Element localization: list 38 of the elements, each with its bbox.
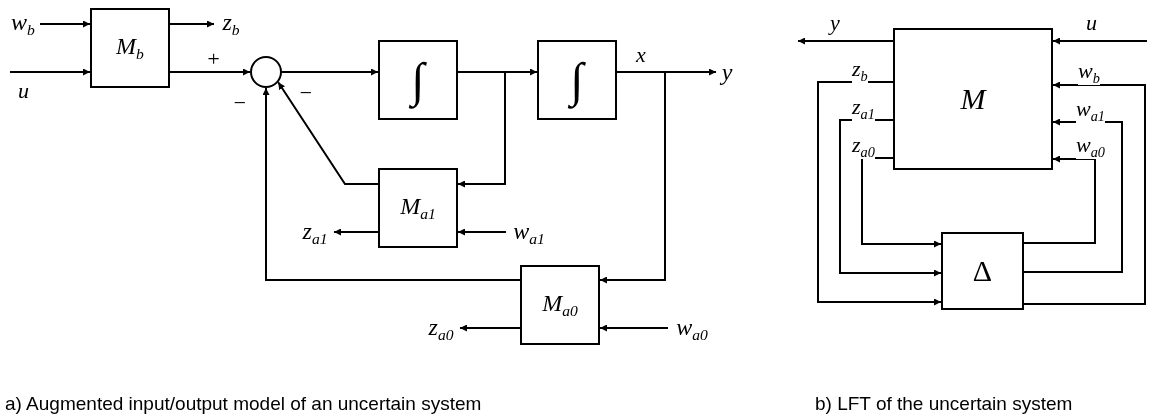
arrow [599, 324, 669, 332]
arrow [333, 228, 379, 236]
arrow [457, 71, 506, 188]
arrow [169, 20, 215, 28]
figure-caption: a) Augmented input/output model of an uncertain system [5, 393, 482, 415]
integrator-box: ∫ [378, 40, 458, 120]
arrow [459, 324, 521, 332]
arrow [1023, 81, 1146, 305]
signal-label: w$_{b}$ [6, 9, 40, 39]
arrow [1023, 155, 1096, 244]
arrow [817, 81, 942, 306]
arrow [39, 20, 91, 28]
arrow [1052, 37, 1148, 45]
arrow [1023, 118, 1123, 273]
arrow [262, 87, 521, 281]
signal-label: w$_{a1}$ [506, 218, 552, 248]
arrow [599, 71, 666, 284]
signal-label: y [716, 57, 738, 87]
arrow [457, 228, 507, 236]
arrow [277, 81, 379, 185]
block-box: M [893, 28, 1053, 170]
arrow [281, 68, 379, 76]
figure-caption: b) LFT of the uncertain system [815, 393, 1073, 415]
signal-label: w$_{a0}$ [668, 314, 716, 344]
signal-label: z$_{b}$ [214, 9, 248, 39]
block-box: M$_{b}$ [90, 8, 170, 88]
signal-label: z$_{a0}$ [422, 314, 460, 344]
arrow [169, 68, 251, 76]
uncertainty-block: Δ [941, 232, 1024, 310]
block-box: M$_{a1}$ [378, 168, 458, 248]
arrow [861, 157, 942, 248]
arrow [9, 68, 91, 76]
integrator-box: ∫ [537, 40, 617, 120]
arrow [839, 119, 942, 277]
arrow [797, 37, 894, 45]
summing-junction [250, 56, 282, 88]
signal-label: z$_{a1}$ [296, 218, 334, 248]
block-box: M$_{a0}$ [520, 265, 600, 345]
